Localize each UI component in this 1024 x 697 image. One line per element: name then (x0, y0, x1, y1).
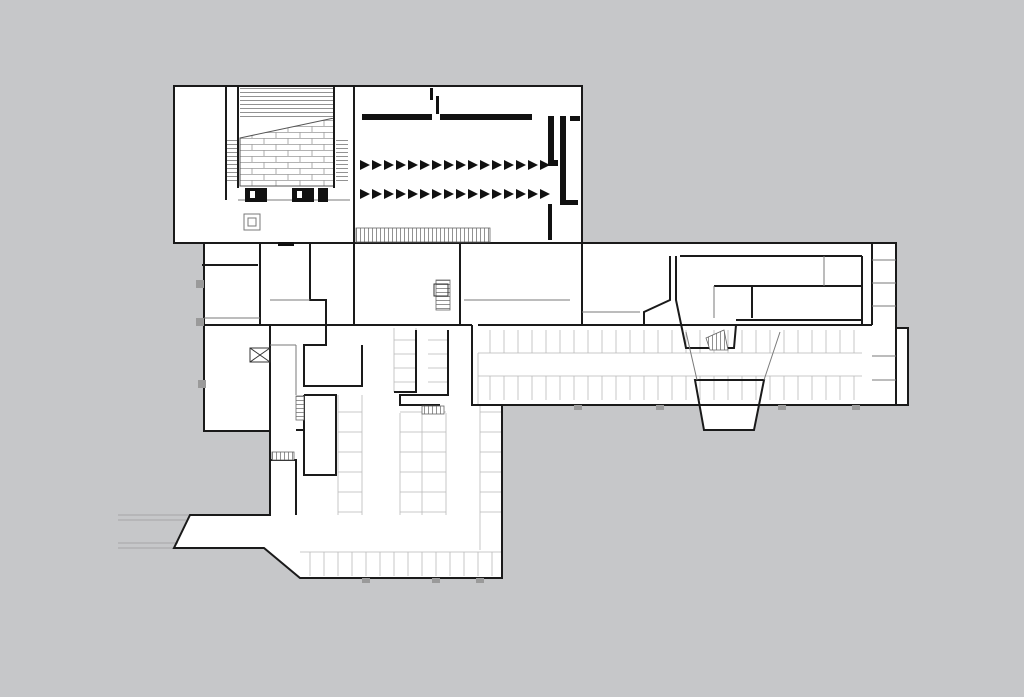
triangle-seat-icon (504, 160, 514, 170)
columns (196, 280, 860, 583)
column (432, 578, 440, 583)
triangle-seat-icon (420, 189, 430, 199)
triangle-seat-icon (384, 160, 394, 170)
side-stairs-left (226, 140, 238, 184)
column (198, 380, 206, 388)
stage-stairs (240, 88, 334, 118)
triangle-seat-icon (396, 189, 406, 199)
walls (172, 85, 909, 579)
triangle-seat-icon (540, 189, 550, 199)
triangle-seat-icon (456, 189, 466, 199)
column (852, 405, 860, 410)
triangle-seat-icon (492, 189, 502, 199)
stair-east (705, 329, 729, 351)
triangle-seat-icon (444, 189, 454, 199)
exhibition-hall (245, 88, 580, 246)
hall-detail (250, 191, 302, 198)
stair-landing-top (355, 227, 491, 243)
triangle-seat-icon (516, 189, 526, 199)
column (574, 405, 582, 410)
side-stairs-right (336, 140, 348, 184)
stair-west (295, 395, 305, 421)
column (778, 405, 786, 410)
stair-south (271, 451, 295, 461)
column (656, 405, 664, 410)
triangle-seat-icon (492, 160, 502, 170)
stair-parking (421, 405, 445, 415)
triangle-seat-icon (528, 160, 538, 170)
triangle-seat-icon (372, 189, 382, 199)
triangle-seat-icon (516, 160, 526, 170)
triangle-seat-icon (360, 189, 370, 199)
elevator-icon (249, 283, 449, 363)
triangle-seat-icon (408, 160, 418, 170)
triangle-seat-icon (408, 189, 418, 199)
triangle-seat-icon (444, 160, 454, 170)
triangle-seat-icon (420, 160, 430, 170)
entrance-ramp (118, 514, 190, 549)
triangle-seat-icon (432, 160, 442, 170)
column (362, 578, 370, 583)
triangle-seat-icon (456, 160, 466, 170)
triangle-seat-icon (528, 189, 538, 199)
triangle-seat-icon (360, 160, 550, 199)
stair-core (435, 279, 451, 311)
column (196, 318, 204, 326)
triangle-seat-icon (372, 160, 382, 170)
column (476, 578, 484, 583)
triangle-seat-icon (540, 160, 550, 170)
triangle-seat-icon (396, 160, 406, 170)
column (196, 280, 204, 288)
triangle-seat-icon (360, 160, 370, 170)
triangle-seat-icon (384, 189, 394, 199)
triangle-seat-icon (432, 189, 442, 199)
triangle-seat-icon (480, 189, 490, 199)
triangle-seat-icon (468, 189, 478, 199)
triangle-seat-icon (504, 189, 514, 199)
triangle-seat-icon (468, 160, 478, 170)
triangle-seat-icon (480, 160, 490, 170)
